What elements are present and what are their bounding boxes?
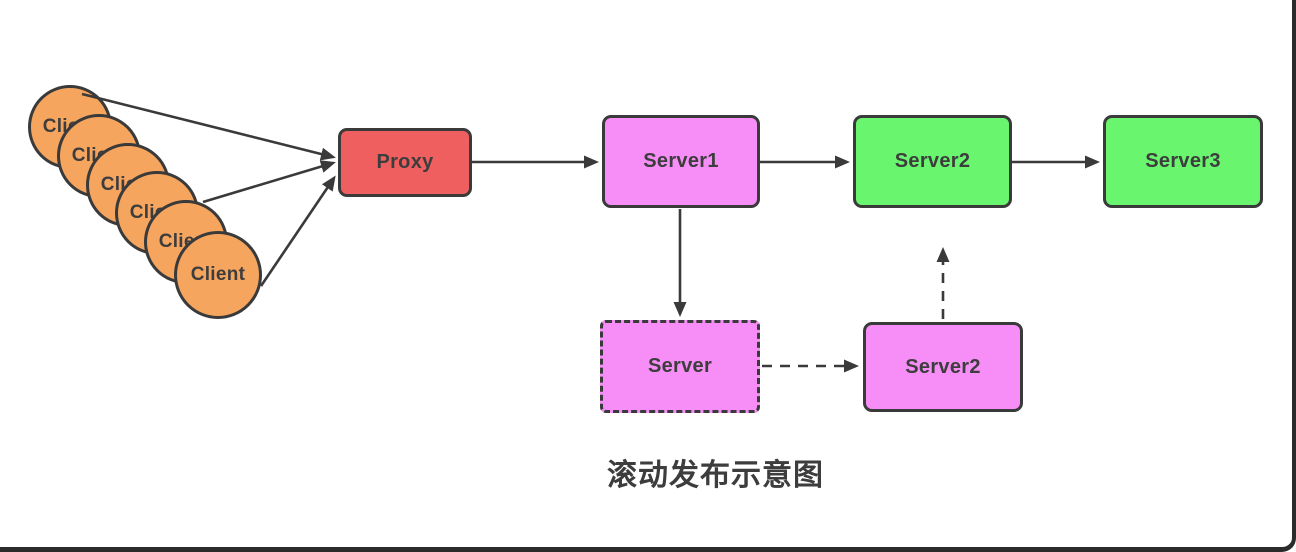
server2-label: Server2 — [894, 150, 971, 172]
proxy-label: Proxy — [376, 151, 434, 173]
edge-client6-proxy — [259, 175, 336, 287]
server1-node: Server1 — [602, 115, 760, 208]
server2-standby-label: Server2 — [905, 355, 981, 378]
edge-client4-proxy — [202, 160, 336, 204]
server1-label: Server1 — [643, 150, 719, 172]
diagram-caption: 滚动发布示意图 — [607, 459, 824, 492]
server2-standby-node: Server2 — [863, 322, 1023, 412]
server-new-label: Server — [647, 355, 713, 377]
server-new-node: Server — [600, 320, 760, 413]
server3-label: Server3 — [1145, 150, 1221, 172]
server3-node: Server3 — [1103, 115, 1263, 208]
client-node-6: Client — [174, 231, 262, 319]
proxy-node: Proxy — [338, 128, 472, 197]
server2-node: Server2 — [853, 115, 1012, 208]
client-label: Client — [190, 264, 246, 285]
